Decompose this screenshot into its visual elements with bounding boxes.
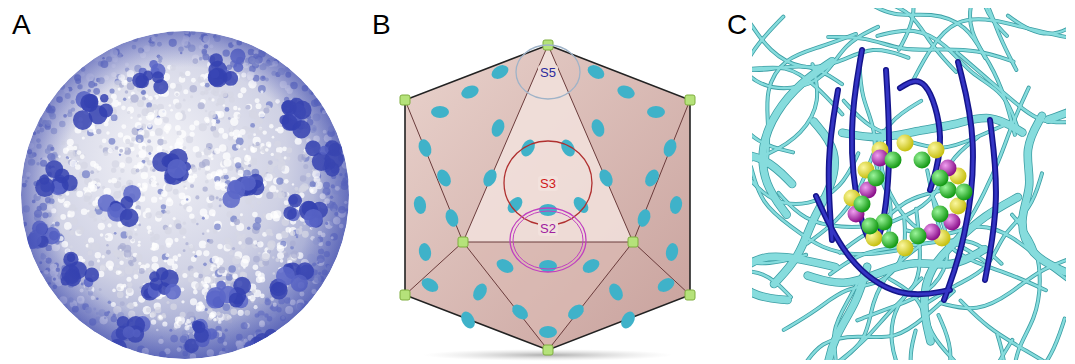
capsid-surface [21, 31, 349, 359]
capsomer-ellipses [434, 167, 453, 189]
vertex-markers [400, 95, 410, 105]
capsomer-ellipses [597, 167, 615, 188]
vertex-markers [543, 345, 553, 355]
cyan-ribbons [978, 340, 1013, 360]
cyan-ribbons [844, 101, 1012, 148]
capsomer-ellipses [489, 117, 506, 138]
capsomer-ellipses [665, 242, 680, 262]
capsomer-ellipses [589, 117, 606, 138]
face-edges [405, 45, 690, 350]
sphere-rim-shade [21, 31, 349, 359]
cyan-ribbons [961, 301, 1066, 360]
protein-ribbons [752, 8, 1066, 360]
cyan-ribbons [763, 61, 832, 214]
face-edges [405, 242, 463, 295]
cyan-ribbons [752, 8, 1066, 360]
capsomer-ellipses [647, 106, 665, 118]
capsomer-ellipses [655, 275, 677, 294]
icosahedron [400, 40, 695, 361]
capsomer-ellipses [539, 204, 557, 216]
capsomer-ellipses [585, 62, 607, 81]
cyan-ribbons [1022, 116, 1064, 272]
capsomer-ellipses [565, 302, 587, 323]
face-edges [548, 242, 633, 350]
capsomer-ellipses [669, 195, 684, 215]
vertex-markers [628, 237, 638, 247]
face-edges [463, 242, 633, 243]
capsomer-ellipses [489, 62, 511, 81]
vertex-markers [685, 95, 695, 105]
icosahedron-outline [405, 45, 690, 350]
vertex-markers [458, 237, 468, 247]
face-edges [633, 100, 690, 242]
capsomer-blobs [264, 348, 273, 357]
capsomer-ellipses [459, 83, 480, 100]
vertex-markers [685, 290, 695, 300]
face-edges [633, 242, 690, 295]
capsomer-ellipses [413, 62, 684, 338]
capsomer-ellipses [418, 242, 433, 262]
capsomer-ellipses [571, 194, 592, 216]
capsomer-ellipses [539, 260, 557, 272]
capsomer-ellipses [470, 281, 489, 303]
capsid-surface [20, 28, 350, 360]
capsomer-ellipses [615, 83, 636, 100]
capsomer-ellipses [580, 256, 602, 275]
capsomer-ellipses [642, 167, 661, 189]
capsomer-ellipses [509, 302, 531, 323]
protein-texture [20, 28, 350, 359]
cyan-ribbons [900, 335, 1004, 360]
capsomer-ellipses [443, 207, 460, 228]
capsomer-ellipses [494, 256, 516, 275]
capsomer-ellipses [431, 106, 449, 118]
capsomer-ellipses [416, 137, 433, 158]
capsomer-ellipses [635, 207, 652, 228]
capsomer-ellipses [481, 167, 499, 188]
capsomer-ellipses [618, 309, 637, 331]
capsomer-blobs [268, 346, 277, 355]
face-edges [463, 242, 548, 350]
capsomer-ellipses [606, 281, 625, 303]
panel-ground [752, 8, 1066, 360]
capsomer-ellipses [518, 137, 537, 159]
central-face [463, 45, 633, 242]
capsomer-ellipses [419, 275, 441, 294]
capsomer-ellipses [458, 309, 477, 331]
face-edges [405, 100, 463, 242]
capsomer-ellipses [558, 137, 577, 159]
capsomer-ellipses [413, 195, 428, 215]
vertex-markers [400, 40, 695, 355]
capsomer-ellipses [505, 194, 526, 216]
capsomer-ellipses [661, 137, 678, 158]
vertex-markers [400, 290, 410, 300]
lower-face [463, 242, 633, 350]
cyan-ribbons [978, 340, 1013, 360]
capsomer-blobs [262, 346, 277, 361]
capsomer-ellipses [539, 326, 557, 338]
